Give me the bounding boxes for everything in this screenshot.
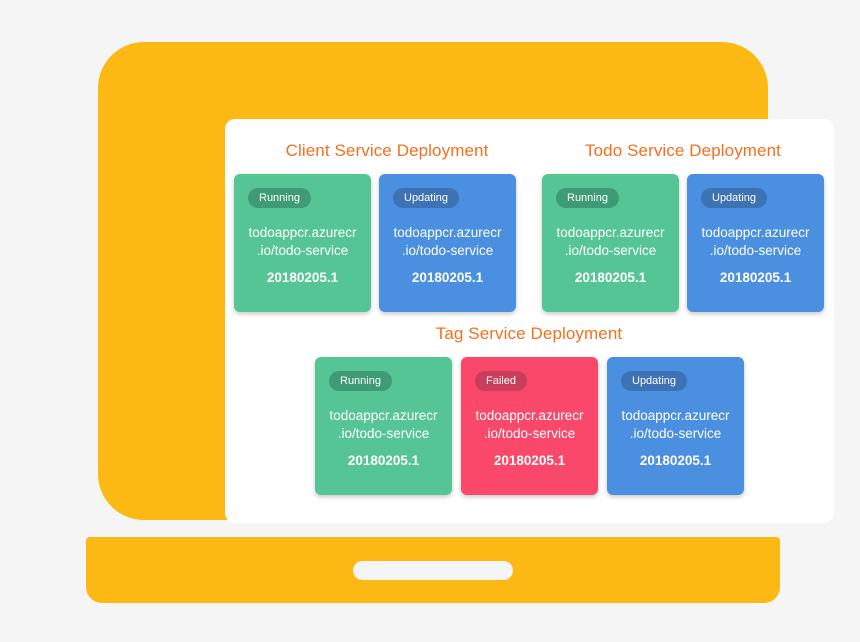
- card-image-url-line1: todoappcr.azurecr: [475, 408, 584, 423]
- card-image-url: todoappcr.azurecr .io/todo-service: [469, 407, 590, 443]
- card-version: 20180205.1: [719, 270, 792, 285]
- card-image-url-line2: .io/todo-service: [401, 243, 494, 258]
- card-image-url: todoappcr.azurecr .io/todo-service: [615, 407, 736, 443]
- card-image-url: todoappcr.azurecr .io/todo-service: [242, 224, 363, 260]
- card-image-url: todoappcr.azurecr .io/todo-service: [550, 224, 671, 260]
- card-image-url-line2: .io/todo-service: [629, 426, 722, 441]
- card-version: 20180205.1: [347, 453, 420, 468]
- status-badge: Failed: [475, 371, 527, 391]
- card-image-url-line2: .io/todo-service: [564, 243, 657, 258]
- card-image-url: todoappcr.azurecr .io/todo-service: [323, 407, 444, 443]
- card-version: 20180205.1: [493, 453, 566, 468]
- card-image-url-line1: todoappcr.azurecr: [329, 408, 438, 423]
- card-image-url-line2: .io/todo-service: [483, 426, 576, 441]
- group-title-tag-service: Tag Service Deployment: [435, 324, 623, 343]
- deployment-card-tag-running[interactable]: Running todoappcr.azurecr .io/todo-servi…: [315, 357, 452, 495]
- card-version: 20180205.1: [411, 270, 484, 285]
- card-image-url: todoappcr.azurecr .io/todo-service: [387, 224, 508, 260]
- group-title-todo-service: Todo Service Deployment: [584, 141, 781, 160]
- card-image-url-line1: todoappcr.azurecr: [701, 225, 810, 240]
- card-image-url-line2: .io/todo-service: [256, 243, 349, 258]
- laptop-lid: Client Service Deployment Running todoap…: [98, 42, 834, 523]
- card-image-url: todoappcr.azurecr .io/todo-service: [695, 224, 816, 260]
- status-badge: Running: [556, 188, 619, 208]
- card-version: 20180205.1: [266, 270, 339, 285]
- group-title-client-service: Client Service Deployment: [285, 141, 489, 160]
- deployment-card-tag-failed[interactable]: Failed todoappcr.azurecr .io/todo-servic…: [461, 357, 598, 495]
- card-version: 20180205.1: [574, 270, 647, 285]
- laptop-base: [86, 537, 780, 603]
- dashboard-content: Client Service Deployment Running todoap…: [225, 119, 834, 523]
- status-badge: Updating: [393, 188, 460, 208]
- card-image-url-line2: .io/todo-service: [709, 243, 802, 258]
- deployment-card-tag-updating[interactable]: Updating todoappcr.azurecr .io/todo-serv…: [607, 357, 744, 495]
- status-badge: Running: [248, 188, 311, 208]
- status-badge: Updating: [701, 188, 768, 208]
- card-version: 20180205.1: [639, 453, 712, 468]
- deployment-card-todo-updating[interactable]: Updating todoappcr.azurecr .io/todo-serv…: [687, 174, 824, 312]
- deployment-card-client-running[interactable]: Running todoappcr.azurecr .io/todo-servi…: [234, 174, 371, 312]
- card-image-url-line1: todoappcr.azurecr: [393, 225, 502, 240]
- card-image-url-line1: todoappcr.azurecr: [621, 408, 730, 423]
- card-image-url-line2: .io/todo-service: [337, 426, 430, 441]
- status-badge: Running: [329, 371, 392, 391]
- status-badge: Updating: [621, 371, 688, 391]
- laptop-screen: Client Service Deployment Running todoap…: [225, 119, 834, 523]
- deployment-card-client-updating[interactable]: Updating todoappcr.azurecr .io/todo-serv…: [379, 174, 516, 312]
- deployment-card-todo-running[interactable]: Running todoappcr.azurecr .io/todo-servi…: [542, 174, 679, 312]
- trackpad-notch: [353, 561, 513, 580]
- card-image-url-line1: todoappcr.azurecr: [248, 225, 357, 240]
- card-image-url-line1: todoappcr.azurecr: [556, 225, 665, 240]
